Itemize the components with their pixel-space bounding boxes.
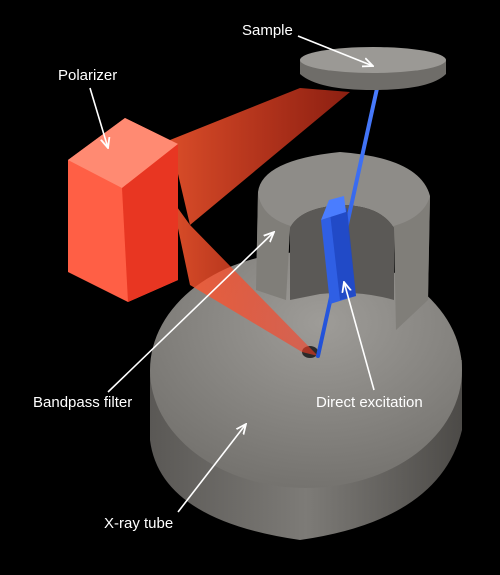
xray-tube	[150, 252, 462, 540]
arrow-xray-tube	[177, 424, 246, 513]
arrow-polarizer	[89, 87, 108, 148]
arrow-bandpass-filter	[107, 232, 274, 393]
sample-disc	[300, 47, 446, 90]
label-xray-tube: X-ray tube	[104, 515, 174, 532]
polarizer-block	[68, 118, 178, 302]
label-direct-excitation: Direct excitation	[316, 394, 423, 411]
label-polarizer: Polarizer	[58, 67, 118, 84]
arrow-sample	[297, 35, 373, 66]
red-beam	[170, 88, 350, 356]
label-sample: Sample	[242, 22, 293, 39]
label-bandpass-filter: Bandpass filter	[33, 394, 133, 411]
arrow-direct-excitation	[344, 282, 375, 391]
callout-arrows	[89, 35, 375, 513]
